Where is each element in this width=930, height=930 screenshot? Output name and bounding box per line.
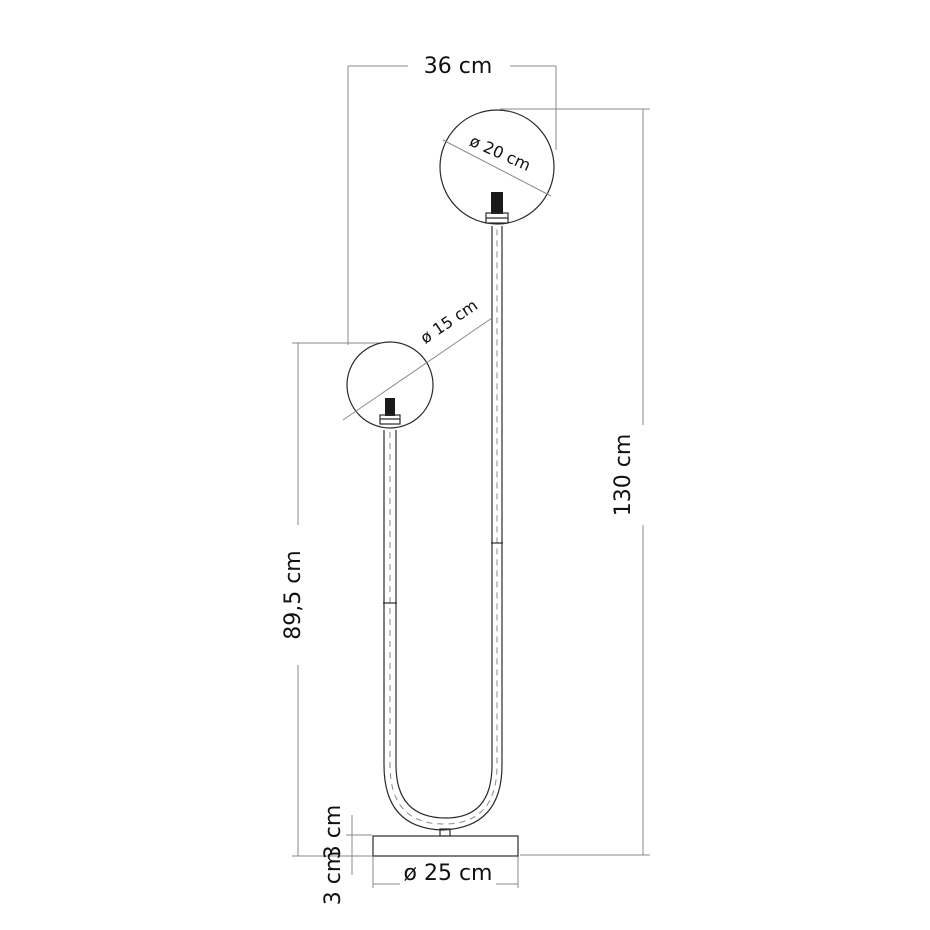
width-dimension: 36 cm <box>347 54 557 345</box>
big-globe: ø 20 cm <box>439 109 555 225</box>
small-globe-diameter-label: ø 15 cm <box>417 295 481 347</box>
width-label: 36 cm <box>424 54 493 79</box>
base-height-label-lower: 3 cm <box>321 851 346 906</box>
small-globe: ø 15 cm <box>342 295 493 429</box>
lamp-base <box>372 835 519 857</box>
small-globe-socket <box>385 398 395 416</box>
total-height-dimension: 130 cm <box>500 108 650 856</box>
big-globe-socket <box>491 192 503 214</box>
base-height-dimension: 3 cm 3 cm <box>321 805 372 906</box>
base-diameter-dimension: ø 25 cm <box>372 856 519 888</box>
base-height-label-upper: 3 cm <box>321 805 346 860</box>
base-diameter-label: ø 25 cm <box>404 861 493 886</box>
total-height-label: 130 cm <box>611 434 636 517</box>
lamp-tube <box>383 226 503 837</box>
lower-height-dimension: 89,5 cm <box>281 342 385 857</box>
lower-height-label: 89,5 cm <box>281 550 306 640</box>
